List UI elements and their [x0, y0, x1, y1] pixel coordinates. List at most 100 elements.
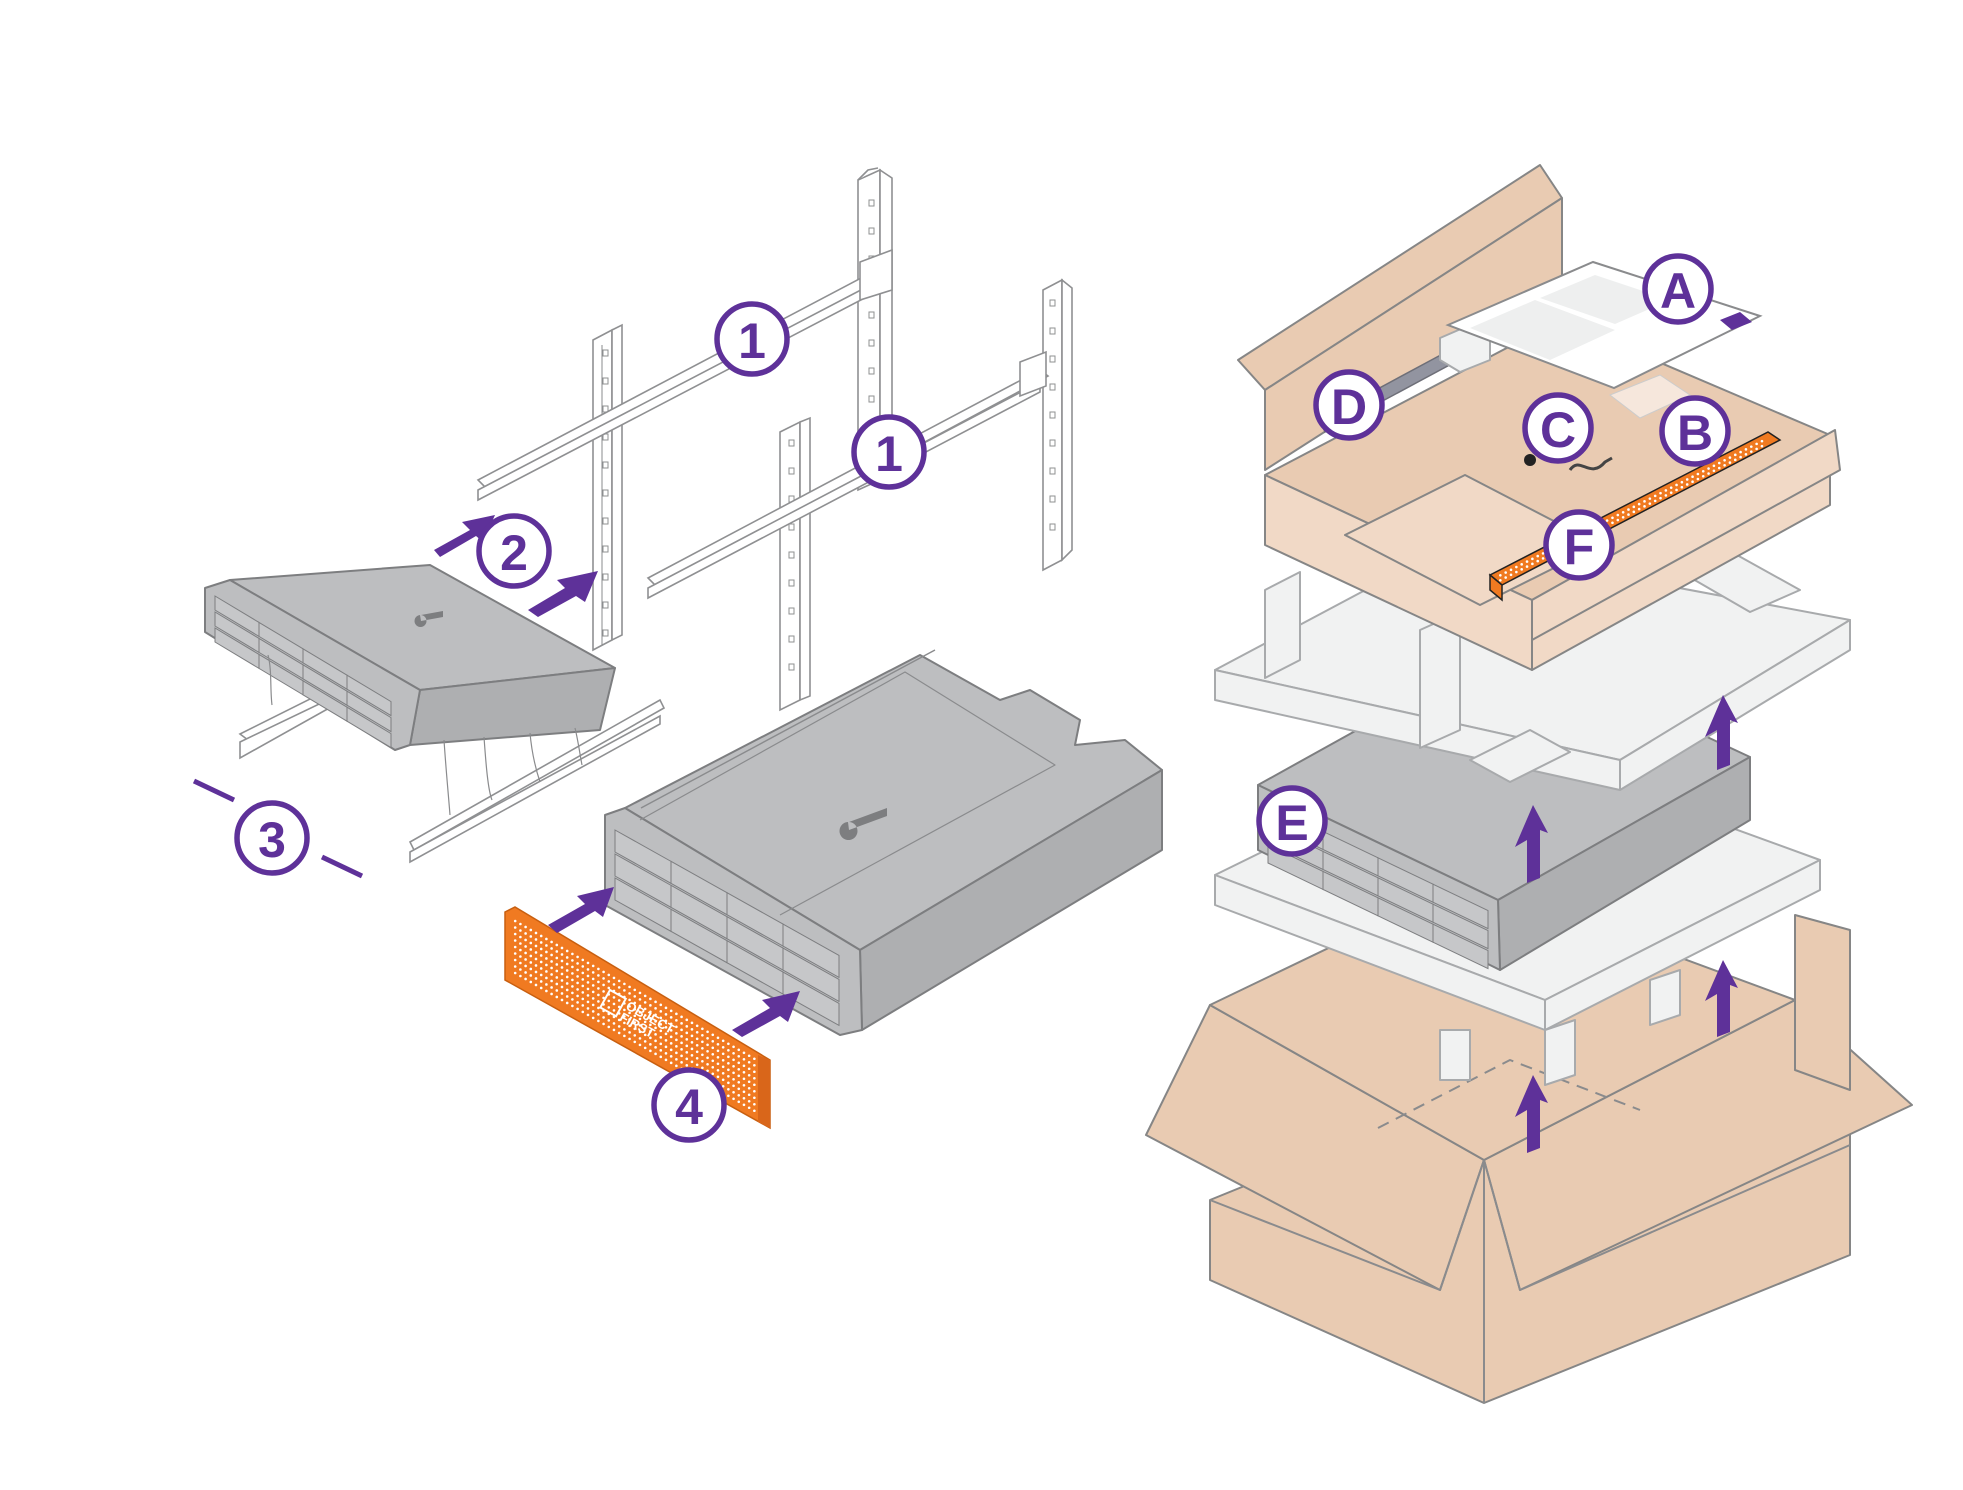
perforation-dot — [732, 1051, 735, 1055]
perforation-dot — [524, 977, 527, 981]
perforation-dot — [581, 984, 585, 988]
perforation-dot — [612, 976, 616, 980]
perforation-dot — [701, 1053, 704, 1057]
perforation-dot — [1653, 494, 1657, 498]
perforation-dot — [1611, 521, 1614, 525]
perforation-dot — [633, 1034, 637, 1037]
perforation-dot — [690, 1021, 694, 1025]
perforation-dot — [690, 1034, 694, 1038]
callout-step-1-upper: 1 — [714, 301, 790, 377]
perforation-dot — [565, 962, 569, 966]
drive-bays-tilted — [214, 595, 392, 749]
perforation-dot — [669, 1009, 673, 1013]
perforation-dot — [680, 1028, 683, 1032]
perforation-dot — [612, 1022, 616, 1025]
perforation-dot — [1733, 453, 1737, 457]
perforation-dot — [628, 1005, 631, 1008]
perforation-dot — [1621, 516, 1625, 519]
perforation-dot — [675, 1051, 678, 1055]
perforation-dot — [586, 961, 590, 965]
perforation-dot — [675, 1019, 678, 1022]
perforation-dot — [638, 1017, 642, 1021]
rack-hole — [788, 523, 795, 531]
perforation-dot — [555, 963, 559, 966]
perforation-dot — [560, 972, 564, 976]
perforation-dot — [550, 979, 553, 983]
perforation-dot — [685, 1044, 689, 1048]
perforation-dot — [1760, 439, 1764, 443]
callout-step-1-lower: 1 — [851, 414, 927, 490]
callout-item-a: A — [1642, 253, 1714, 325]
perforation-dot — [711, 1039, 715, 1043]
drive-bay — [346, 674, 392, 717]
callout-label: 2 — [500, 525, 528, 581]
perforation-dot — [1749, 450, 1753, 453]
perforation-dot — [571, 972, 574, 975]
perforation-dot — [669, 1035, 673, 1039]
perforation-dot — [1675, 488, 1678, 492]
perforation-dot — [524, 951, 527, 955]
perforation-dot — [753, 1096, 756, 1100]
perforation-dot — [571, 965, 574, 969]
perforation-dot — [1659, 491, 1662, 495]
perforation-dot — [727, 1074, 730, 1078]
perforation-dot — [545, 963, 548, 967]
perforation-dot — [701, 1060, 704, 1063]
perforation-dot — [638, 1037, 642, 1040]
perforation-dot — [607, 986, 611, 990]
cable-pouch-item — [1608, 374, 1692, 419]
perforation-dot — [1499, 573, 1502, 577]
perforation-dot — [638, 1024, 642, 1027]
perforation-dot — [675, 1038, 678, 1042]
perforation-dot — [1504, 576, 1507, 579]
perforation-dot — [607, 980, 611, 983]
perforation-dot — [654, 1052, 657, 1056]
server-main — [604, 649, 1163, 1036]
rack-upright-front-left — [779, 416, 811, 712]
perforation-dot — [513, 932, 517, 936]
perforation-dot — [576, 981, 579, 985]
perforation-dot — [529, 974, 533, 977]
perforation-dot — [513, 958, 517, 962]
perforation-dot — [1707, 472, 1710, 475]
perforation-dot — [571, 985, 574, 988]
perforation-dot — [591, 1003, 595, 1007]
perforation-dot — [534, 931, 538, 935]
perforation-dot — [685, 1025, 689, 1028]
callout-label: 1 — [875, 426, 903, 482]
perforation-dot — [633, 1027, 637, 1031]
rack-upright-front-right — [1042, 278, 1073, 572]
perforation-dot — [664, 1058, 668, 1062]
perforation-dot — [571, 1004, 574, 1008]
perforation-dot — [586, 968, 590, 971]
perforation-dot — [607, 999, 611, 1003]
perforation-dot — [737, 1061, 741, 1065]
perforation-dot — [737, 1074, 741, 1078]
perforation-dot — [539, 954, 543, 957]
perforation-dot — [742, 1096, 746, 1100]
perforation-dot — [1696, 477, 1700, 481]
perforation-dot — [513, 945, 517, 949]
perforation-dot — [669, 1061, 673, 1065]
perforation-dot — [628, 998, 631, 1002]
perforation-dot — [649, 1049, 652, 1053]
perforation-dot — [742, 1090, 746, 1094]
perforation-dot — [524, 945, 527, 948]
perforation-dot — [727, 1081, 730, 1085]
rack-hole — [788, 663, 795, 671]
perforation-dot — [550, 953, 553, 957]
perforation-dot — [737, 1080, 741, 1084]
perforation-dot — [576, 1007, 579, 1011]
perforation-dot — [565, 982, 569, 985]
perforation-dot — [545, 970, 548, 973]
perforation-dot — [742, 1083, 746, 1087]
perforation-dot — [675, 1025, 678, 1029]
perforation-dot — [721, 1058, 725, 1062]
perforation-dot — [545, 957, 548, 960]
perforation-dot — [742, 1057, 746, 1061]
perforation-dot — [680, 1022, 683, 1025]
power-cord-plug-icon — [1524, 454, 1536, 466]
perforation-dot — [1515, 565, 1518, 569]
perforation-dot — [747, 1106, 751, 1110]
perforation-dot — [529, 954, 533, 958]
